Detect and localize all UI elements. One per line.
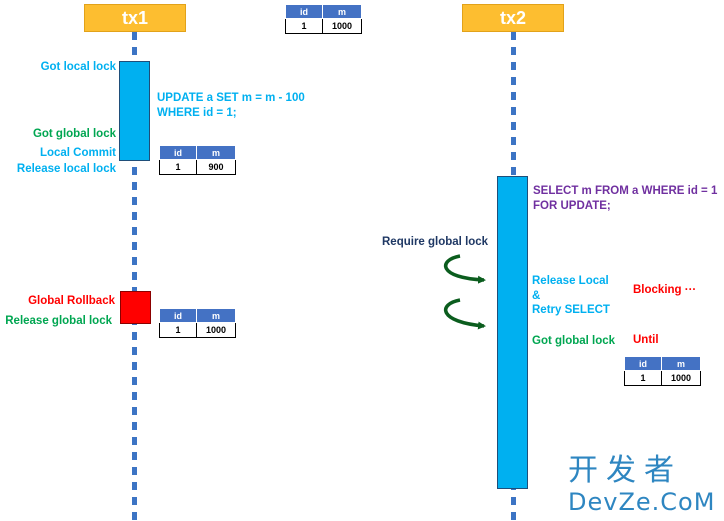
watermark-chinese: 开发者 bbox=[568, 453, 682, 488]
table-cell-id: 1 bbox=[159, 322, 197, 338]
watermark-devze: DevZe.CoM bbox=[568, 488, 716, 516]
tx2-retry-select: Retry SELECT bbox=[532, 304, 610, 316]
retry-loop-arrow-1 bbox=[444, 254, 486, 284]
table-header-id: id bbox=[159, 145, 197, 160]
tx1-got-local-lock: Got local lock bbox=[40, 61, 116, 73]
table-cell-m: 900 bbox=[196, 159, 236, 175]
tx1-rollback-bar bbox=[120, 291, 151, 324]
tx2-got-global-lock: Got global lock bbox=[532, 335, 616, 347]
table-header-id: id bbox=[624, 356, 662, 371]
table-header-m: m bbox=[322, 4, 362, 19]
tx2-release-local: Release Local bbox=[532, 275, 609, 287]
table-header-id: id bbox=[285, 4, 323, 19]
table-cell-id: 1 bbox=[285, 18, 323, 34]
table-header-m: m bbox=[661, 356, 701, 371]
tx2-select-sql-line2: FOR UPDATE; bbox=[533, 200, 611, 212]
table-cell-id: 1 bbox=[159, 159, 197, 175]
tx2-select-sql-line1: SELECT m FROM a WHERE id = 1 bbox=[533, 185, 718, 197]
tx1-participant: tx1 bbox=[84, 4, 186, 32]
tx1-release-local-lock: Release local lock bbox=[16, 163, 116, 175]
tx2-ampersand: & bbox=[532, 290, 541, 302]
tx1-release-global-lock: Release global lock bbox=[5, 315, 112, 327]
tx1-update-sql-line1: UPDATE a SET m = m - 100 bbox=[157, 92, 305, 104]
tx1-got-global-lock: Got global lock bbox=[32, 128, 116, 140]
tx1-activation-bar bbox=[119, 61, 150, 161]
tx2-require-global-lock: Require global lock bbox=[382, 236, 489, 248]
table-cell-m: 1000 bbox=[196, 322, 236, 338]
tx1-update-sql-line2: WHERE id = 1; bbox=[157, 107, 237, 119]
tx1-local-commit: Local Commit bbox=[39, 147, 116, 159]
tx1-global-rollback: Global Rollback bbox=[28, 295, 115, 307]
tx2-until: Until bbox=[633, 334, 659, 346]
table-cell-id: 1 bbox=[624, 370, 662, 386]
retry-loop-arrows bbox=[443, 254, 486, 330]
table-cell-m: 1000 bbox=[661, 370, 701, 386]
tx2-activation-bar bbox=[497, 176, 528, 489]
table-header-m: m bbox=[196, 145, 236, 160]
table-cell-m: 1000 bbox=[322, 18, 362, 34]
table-header-id: id bbox=[159, 308, 197, 323]
tx1-lifeline bbox=[132, 32, 137, 521]
tx2-participant: tx2 bbox=[462, 4, 564, 32]
table-header-m: m bbox=[196, 308, 236, 323]
tx2-blocking: Blocking ··· bbox=[633, 284, 697, 296]
retry-loop-arrow-2 bbox=[443, 298, 486, 330]
